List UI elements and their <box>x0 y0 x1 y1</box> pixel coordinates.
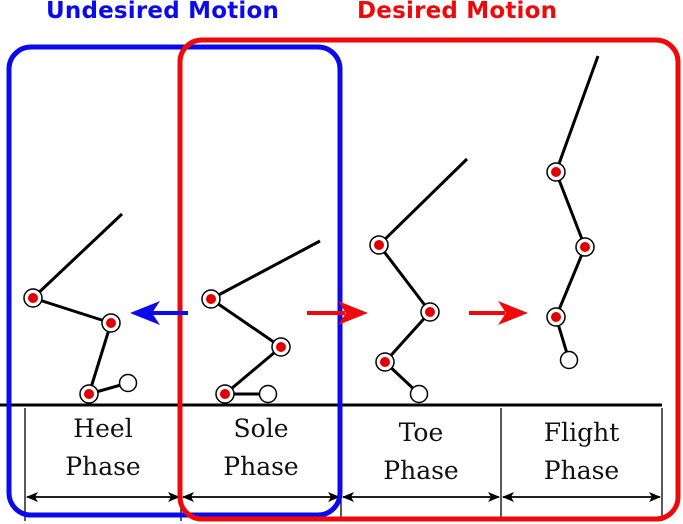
phase-word: Phase <box>383 456 459 485</box>
hip-joint <box>23 288 43 308</box>
phase-word: Phase <box>65 452 141 481</box>
flight-phase-leg <box>546 55 600 370</box>
sole-phase-leg <box>201 239 321 404</box>
undesired-motion-box <box>6 44 343 518</box>
ankle-joint <box>79 384 99 404</box>
heel-phase-label: Heel Phase <box>25 410 181 486</box>
phase-name: Sole <box>233 414 289 443</box>
phase-word: Phase <box>223 452 299 481</box>
desired-motion-box <box>177 37 681 522</box>
foot-tip <box>118 373 138 393</box>
flight-phase-label: Flight Phase <box>501 414 662 490</box>
hip-joint <box>201 289 221 309</box>
ankle-joint <box>215 384 235 404</box>
desired-transition-arrow <box>307 301 368 325</box>
hip-joint <box>369 235 389 255</box>
ankle-joint <box>375 352 395 372</box>
sole-phase-label: Sole Phase <box>181 410 341 486</box>
toe-phase-label: Toe Phase <box>341 414 501 490</box>
undesired-transition-arrow <box>130 301 188 325</box>
toe-phase-leg <box>369 157 469 404</box>
undesired-motion-label: Undesired Motion <box>46 0 280 24</box>
knee-joint <box>420 302 440 322</box>
knee-joint <box>575 237 595 257</box>
foot-tip <box>409 384 429 404</box>
phase-name: Heel <box>73 414 133 443</box>
foot-tip <box>258 384 278 404</box>
phase-name: Flight <box>543 418 620 447</box>
phase-name: Toe <box>398 418 444 447</box>
foot-tip <box>559 350 579 370</box>
hip-joint <box>546 162 566 182</box>
phase-word: Phase <box>543 456 620 485</box>
heel-phase-leg <box>23 212 138 404</box>
ankle-joint <box>546 307 566 327</box>
knee-joint <box>271 337 291 357</box>
knee-joint <box>101 313 121 333</box>
desired-motion-label: Desired Motion <box>357 0 558 24</box>
desired-transition-arrow <box>469 301 528 325</box>
